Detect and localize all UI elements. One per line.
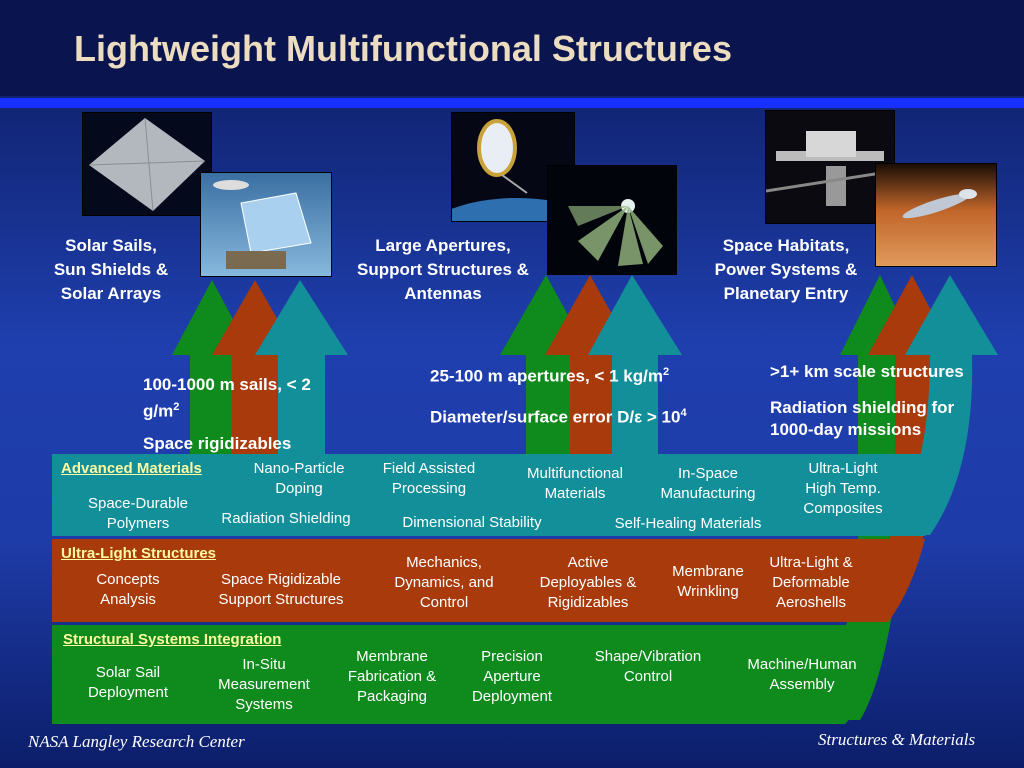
spec-sails-line1b: g/m — [143, 401, 174, 421]
spec-sails-sup: 2 — [173, 401, 180, 413]
cell-nano-particle-doping: Nano-Particle Doping — [253, 460, 345, 497]
cell-self-healing-materials: Self-Healing Materials — [614, 515, 762, 532]
arrow-teal-1 — [255, 280, 348, 460]
band-heading-advanced-materials: Advanced Materials — [61, 460, 202, 477]
arrow-teal-2 — [588, 275, 682, 470]
band-systems-integration — [52, 625, 888, 724]
antenna-array-image — [547, 165, 677, 275]
spec-apertures: 25-100 m apertures, < 1 kg/m2 Diameter/s… — [430, 361, 760, 428]
cell-machine-human-assembly: Machine/Human Assembly — [747, 656, 857, 693]
spec-apertures-sup2: 4 — [680, 406, 687, 419]
solar-sail-image — [82, 112, 212, 216]
spec-sails-rigidizables: Space rigidizables — [143, 433, 292, 453]
spec-apertures-line2: Diameter/surface error D/ε > 10 — [430, 407, 681, 427]
page-title: Lightweight Multifunctional Structures — [74, 28, 732, 69]
group-label-solar-sails: Solar Sails, Sun Shields & Solar Arrays — [53, 236, 169, 303]
band-heading-systems-integration: Structural Systems Integration — [63, 631, 282, 648]
band-heading-ultralight-structures: Ultra-Light Structures — [61, 545, 217, 562]
footer-division: Structures & Materials — [818, 730, 976, 749]
cell-mechanics-dynamics-control: Mechanics, Dynamics, and Control — [394, 554, 494, 611]
space-station-image — [765, 110, 895, 224]
cell-deformable-aeroshells: Ultra-Light & Deformable Aeroshells — [769, 554, 853, 611]
group-label-large-apertures: Large Apertures, Support Structures & An… — [357, 236, 529, 303]
spec-habitats-line2: Radiation shielding for 1000-day mission… — [770, 398, 955, 439]
aeroshell-entry-image — [875, 163, 997, 267]
cell-multifunctional-materials: Multifunctional Materials — [527, 465, 623, 502]
title-bar — [0, 0, 1024, 96]
cell-solar-sail-deployment: Solar Sail Deployment — [87, 664, 169, 701]
spec-habitats: >1+ km scale structures Radiation shield… — [770, 361, 1010, 441]
cell-precision-aperture: Precision Aperture Deployment — [471, 648, 553, 705]
cell-in-space-manufacturing: In-Space Manufacturing — [660, 465, 756, 502]
group-label-space-habitats: Space Habitats, Power Systems & Planetar… — [714, 236, 858, 303]
spec-apertures-line1: 25-100 m apertures, < 1 kg/m — [430, 366, 663, 386]
cell-concepts-analysis: Concepts Analysis — [96, 571, 160, 608]
title-divider — [0, 98, 1024, 108]
cell-active-deployables: Active Deployables & Rigidizables — [539, 554, 637, 611]
cell-dimensional-stability: Dimensional Stability — [402, 514, 542, 531]
spec-sails-line1: 100-1000 m sails, < 2 — [143, 375, 311, 394]
cell-shape-vibration-control: Shape/Vibration Control — [594, 648, 702, 685]
cell-membrane-fabrication: Membrane Fabrication & Packaging — [347, 648, 437, 705]
spec-apertures-sup: 2 — [662, 366, 670, 378]
cell-space-durable-polymers: Space-Durable Polymers — [87, 495, 189, 532]
spec-sails: 100-1000 m sails, < 2 g/m2 Space rigidiz… — [143, 374, 358, 455]
band-advanced-materials — [52, 454, 955, 536]
cell-ultra-light-composites: Ultra-Light High Temp. Composites — [803, 460, 883, 517]
cell-field-assisted-processing: Field Assisted Processing — [382, 460, 476, 497]
cell-radiation-shielding: Radiation Shielding — [221, 510, 351, 527]
cell-in-situ-measurement: In-Situ Measurement Systems — [218, 656, 310, 713]
footer-organization: NASA Langley Research Center — [28, 732, 245, 751]
cell-space-rigidizable-support: Space Rigidizable Support Structures — [218, 571, 344, 608]
spec-habitats-line1: >1+ km scale structures — [770, 362, 964, 381]
sail-deployment-image — [200, 172, 332, 277]
band-ultralight-structures — [52, 539, 925, 622]
cell-membrane-wrinkling: Membrane Wrinkling — [672, 563, 744, 600]
